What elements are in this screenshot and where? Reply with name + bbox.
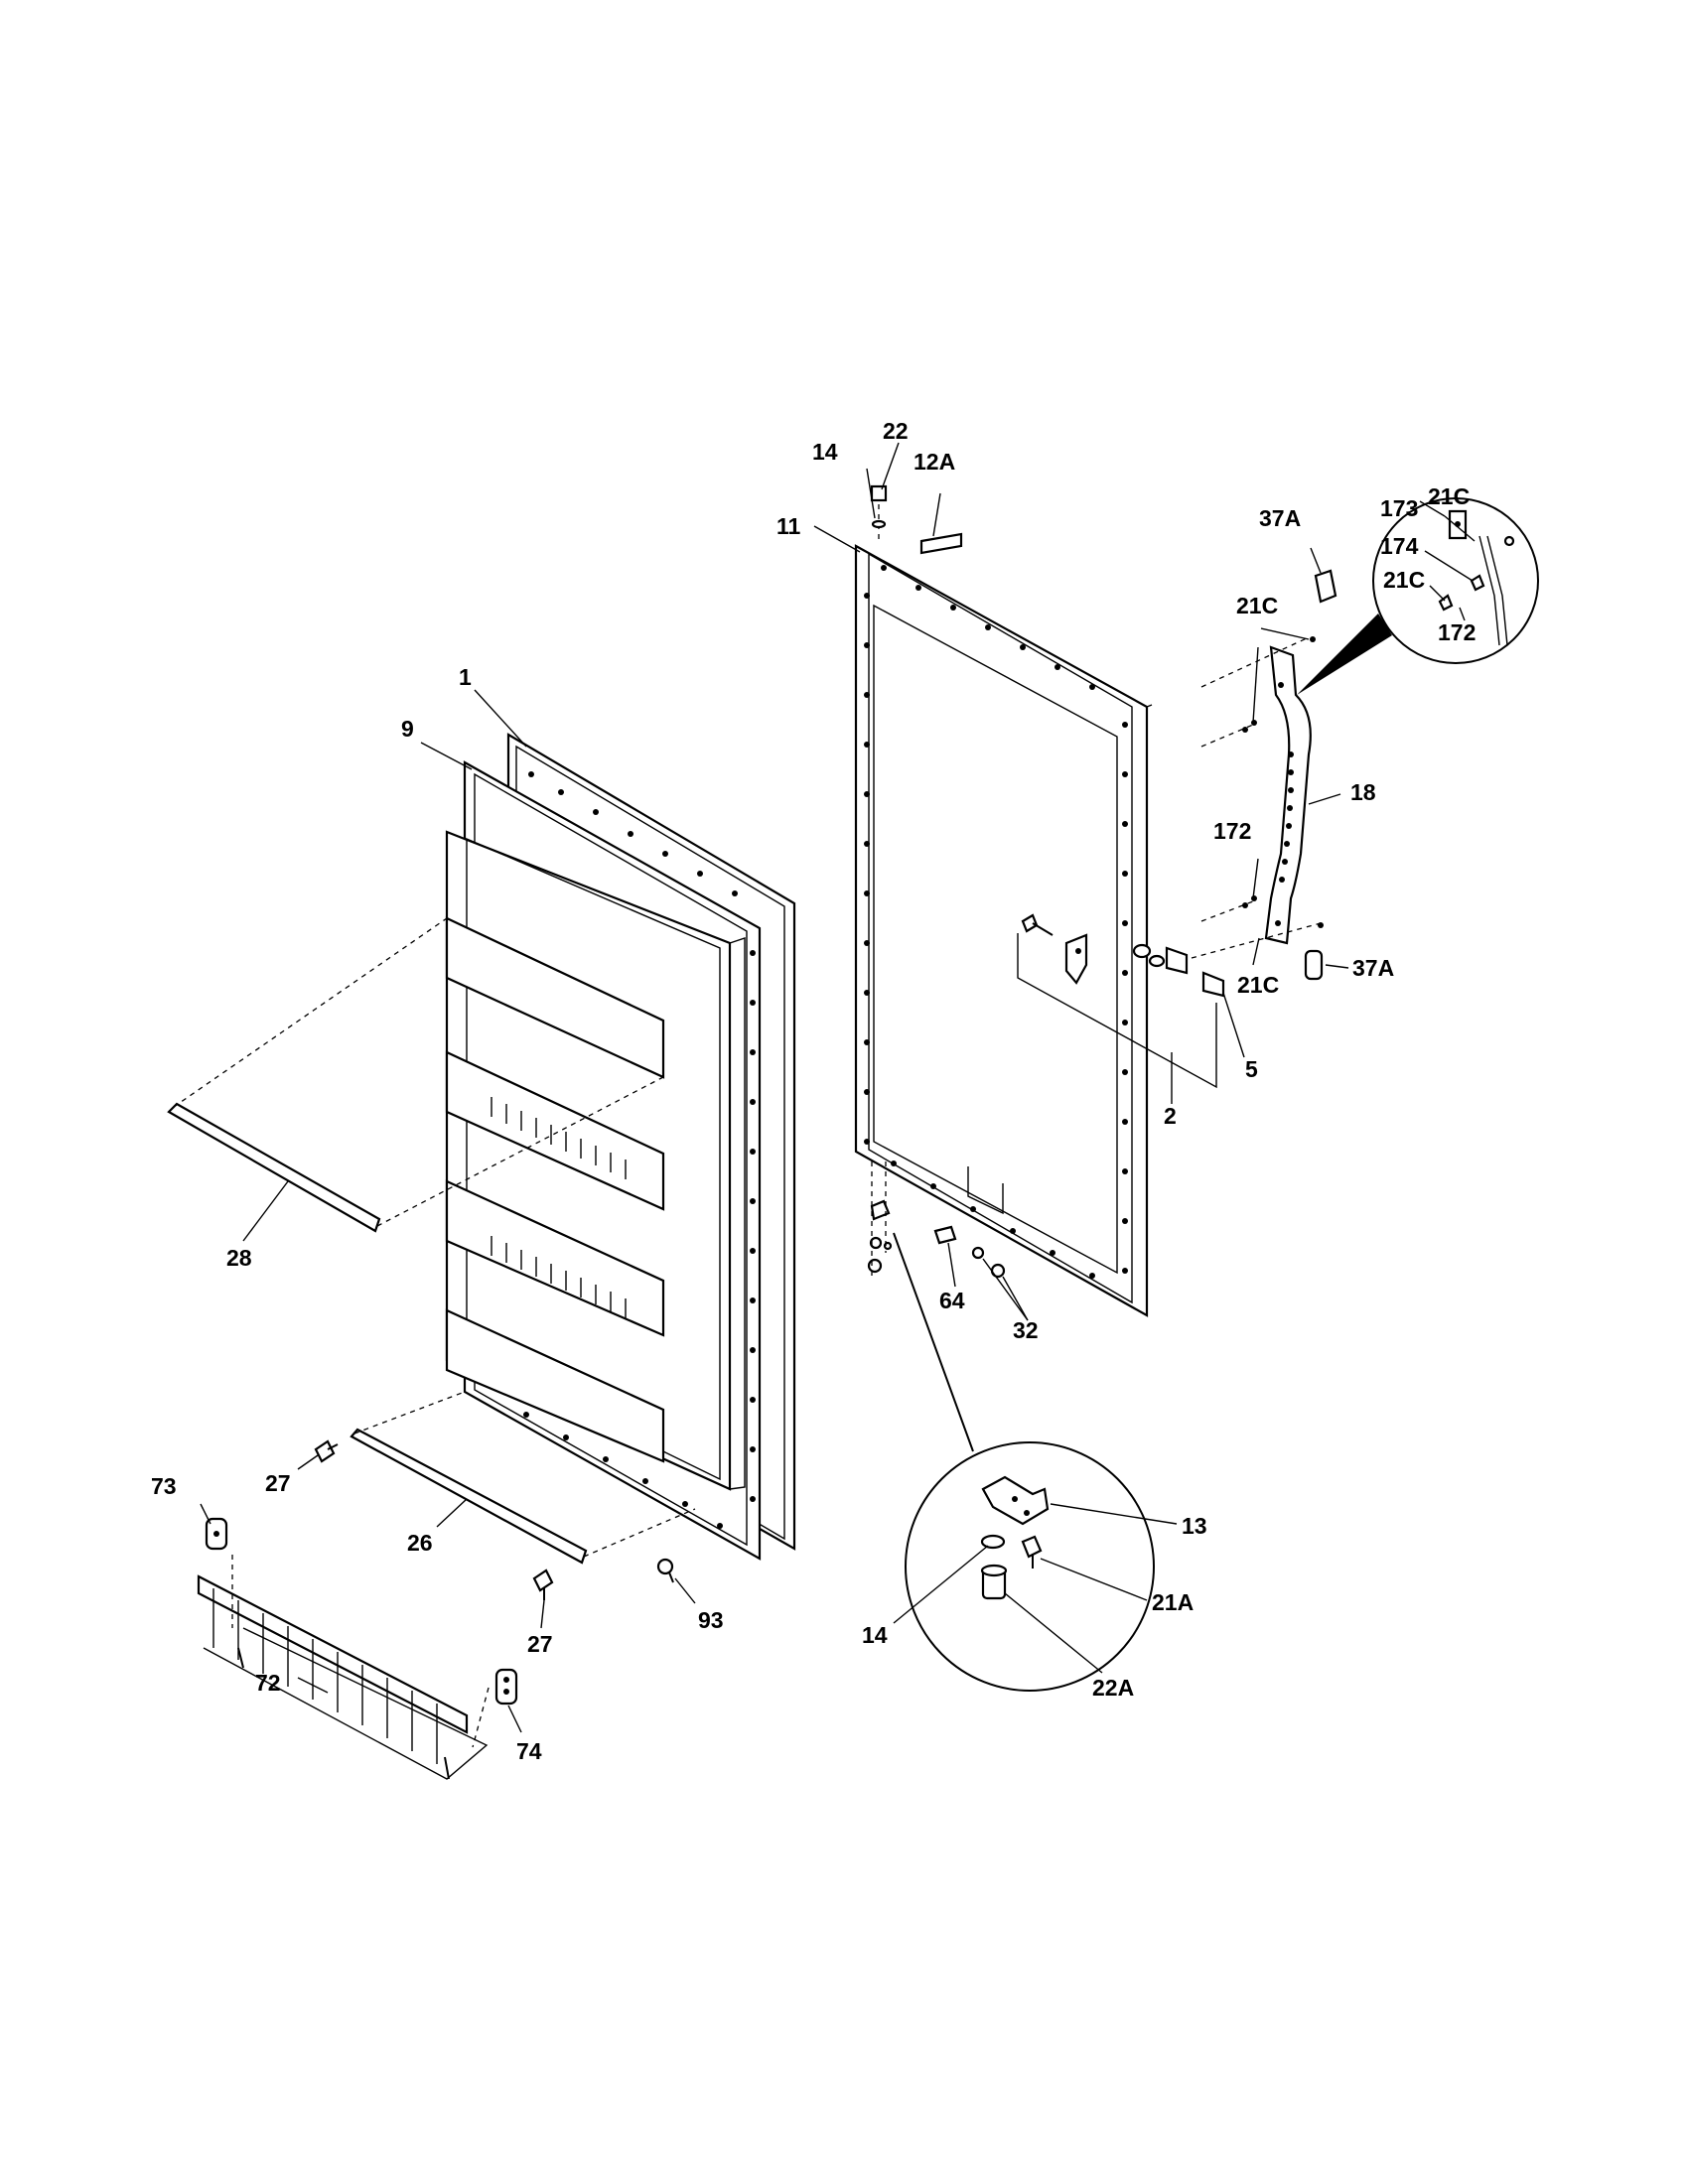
spacer-64 (933, 1225, 957, 1245)
callout-2: 2 (1164, 1103, 1177, 1129)
callout-21A: 21A (1152, 1589, 1194, 1615)
callout-22A: 22A (1092, 1675, 1134, 1701)
callout-14-bottom: 14 (862, 1622, 888, 1648)
fasteners-32 (971, 1246, 1006, 1279)
hinge-detail-bubble (893, 1232, 1155, 1692)
wire-basket-72 (197, 1574, 489, 1780)
basket-bracket-73 (205, 1517, 233, 1628)
door-handle-18 (1191, 636, 1324, 959)
callout-37A-top: 37A (1259, 505, 1301, 531)
lock-assembly (1017, 913, 1225, 1089)
callout-22: 22 (883, 418, 909, 444)
callout-93: 93 (698, 1607, 724, 1633)
callout-73: 73 (151, 1473, 177, 1499)
screw-27-lower (532, 1569, 554, 1600)
callout-27-upper: 27 (265, 1470, 291, 1496)
callout-5: 5 (1245, 1056, 1258, 1082)
detail-callout-173: 173 (1380, 495, 1418, 521)
detail-callout-172: 172 (1438, 619, 1476, 645)
handle-cap-37A-bottom (1304, 949, 1324, 981)
hinge-hardware (867, 1161, 893, 1276)
callout-18: 18 (1350, 779, 1376, 805)
callout-13: 13 (1182, 1513, 1207, 1539)
handle-detail-bubble (1297, 497, 1539, 695)
outer-door-panel (854, 544, 1153, 1317)
handle-cap-37A-top (1314, 569, 1337, 604)
callout-11: 11 (776, 513, 801, 539)
callout-72: 72 (255, 1670, 281, 1696)
plug-22 (870, 484, 888, 541)
washer-14-top (871, 519, 887, 529)
callout-172: 172 (1213, 818, 1251, 844)
leader-lines (200, 442, 1476, 1733)
outer-door-frame (854, 544, 1149, 1317)
shelf-bar-28 (167, 917, 664, 1233)
callout-28: 28 (226, 1245, 252, 1271)
callout-14-top: 14 (812, 439, 838, 465)
detail-callout-174: 174 (1380, 533, 1419, 559)
label-12A (919, 532, 963, 555)
callout-labels: 1 9 28 27 26 73 27 93 72 74 14 22 12A 11… (151, 418, 1476, 1764)
callout-9: 9 (401, 716, 414, 742)
basket-bracket-74 (472, 1668, 518, 1748)
callout-74: 74 (516, 1738, 542, 1764)
callout-1: 1 (459, 664, 472, 690)
gasket-holes (523, 771, 756, 1529)
callout-12A: 12A (914, 449, 955, 475)
screw-27-upper (314, 1439, 339, 1463)
callout-64: 64 (939, 1288, 965, 1313)
callout-37A-bottom: 37A (1352, 955, 1394, 981)
screw-93 (656, 1558, 674, 1583)
detail-callout-21C-a: 21C (1428, 483, 1470, 509)
shelf-bar-26 (350, 1391, 696, 1565)
callout-27-lower: 27 (527, 1631, 553, 1657)
callout-21C-top: 21C (1236, 593, 1278, 618)
door-liner-assembly (445, 733, 796, 1561)
callout-32: 32 (1013, 1317, 1039, 1343)
callout-26: 26 (407, 1530, 433, 1556)
door-screw-holes (864, 565, 1128, 1279)
callout-21C-bottom: 21C (1237, 972, 1279, 998)
detail-callout-21C-b: 21C (1383, 567, 1425, 593)
